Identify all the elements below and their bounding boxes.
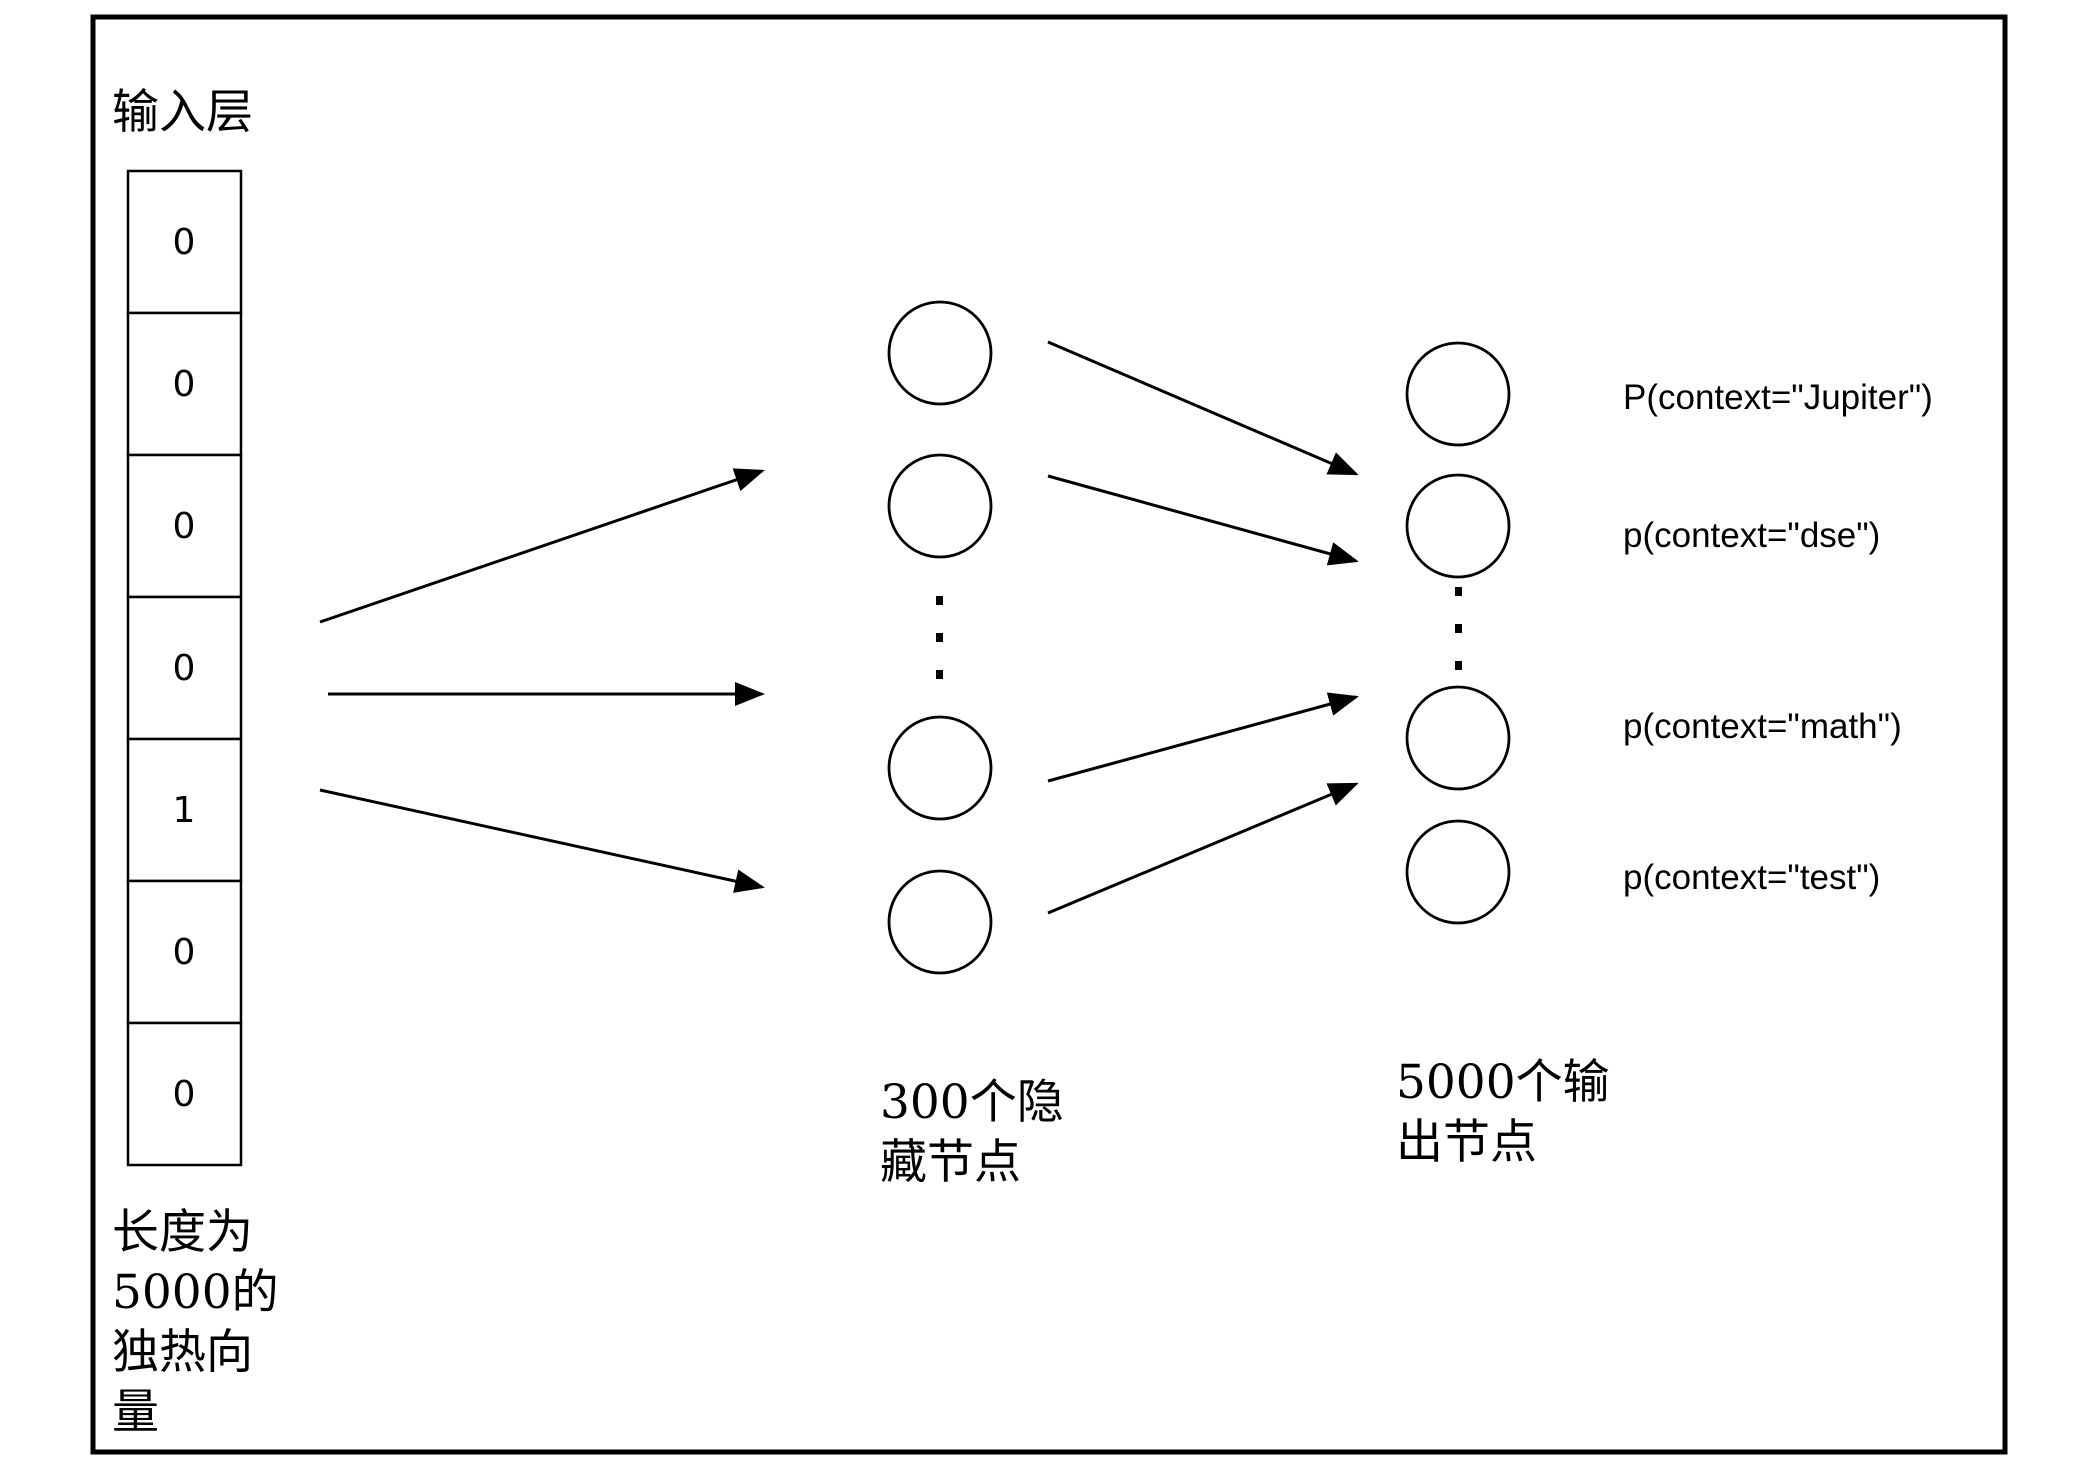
connection-arrow [319,468,765,624]
output-node [1405,685,1511,791]
output-caption-line: 5000个输 [1396,1055,1610,1110]
vector-cell-value: 0 [173,506,196,547]
input-layer-title: 输入层 [112,85,253,140]
vector-cell-value: 0 [173,648,196,689]
connection-arrow [1047,474,1359,566]
diagram-frame [90,14,2008,1455]
hidden-node [887,453,993,559]
probability-label: p(context="test") [1623,858,1880,897]
ellipsis-dot [936,596,943,605]
output-node [1405,819,1511,925]
hidden-to-output-arrows [1047,340,1359,915]
ellipsis-dot [1455,624,1462,633]
vector-cell-value: 0 [173,1074,196,1115]
probability-label: p(context="math") [1623,707,1902,746]
ellipsis-dot [1455,587,1462,596]
input-caption-line: 量 [112,1385,159,1440]
hidden-caption-line: 藏节点 [880,1135,1021,1190]
connection-arrow [1047,692,1359,783]
hidden-layer-caption: 300个隐 藏节点 [880,1075,1064,1190]
connection-arrow [1047,340,1359,476]
vector-cell-value: 0 [173,222,196,263]
input-to-hidden-arrows [319,468,765,893]
vector-cell [126,879,243,1025]
input-layer-caption: 长度为 5000的 独热向 量 [112,1205,279,1440]
one-hot-vector: 0 0 0 0 1 0 0 [126,169,243,1167]
probability-label: P(context="Jupiter") [1623,378,1933,417]
output-layer: P(context="Jupiter") p(context="dse") p(… [1396,341,1933,1170]
probability-label: p(context="dse") [1623,516,1880,555]
connection-arrow [1047,782,1359,915]
ellipsis-dot [1455,661,1462,670]
hidden-layer: 300个隐 藏节点 [880,300,1064,1190]
hidden-caption-line: 300个隐 [880,1075,1064,1130]
hidden-node [887,869,993,975]
output-node [1405,341,1511,447]
output-caption-line: 出节点 [1396,1115,1537,1170]
connection-arrow [319,788,765,893]
vector-cell-value: 0 [173,932,196,973]
input-caption-line: 长度为 [112,1205,253,1260]
input-layer: 输入层 0 0 0 0 1 0 0 长度为 5000的 独热向 量 [112,85,279,1440]
vector-cell [126,311,243,457]
output-layer-caption: 5000个输 出节点 [1396,1055,1610,1170]
ellipsis-dot [936,670,943,679]
vector-cell-value: 0 [173,364,196,405]
input-caption-line: 独热向 [112,1325,253,1380]
output-probability-labels: P(context="Jupiter") p(context="dse") p(… [1623,378,1933,897]
hidden-node [887,300,993,406]
hidden-node [887,715,993,821]
vector-cell [126,1021,243,1167]
vector-cell-value: 1 [173,790,196,831]
input-caption-line: 5000的 [112,1265,279,1320]
vector-cell [126,169,243,315]
output-node [1405,473,1511,579]
ellipsis-dot [936,633,943,642]
